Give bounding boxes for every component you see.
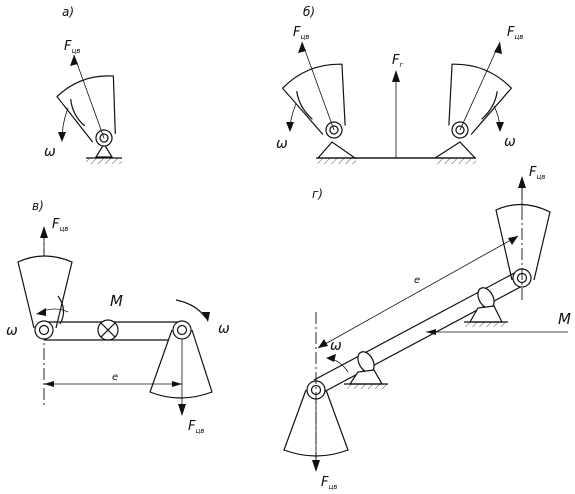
panel-b-gravity-arrow (392, 70, 400, 158)
panel-a-force-label: Fцв (64, 39, 80, 55)
panel-a-support (86, 142, 122, 164)
panel-b-right-force-arrow (459, 41, 502, 131)
panel-v-top-force-arrow (40, 226, 48, 252)
panel-g-distance-label: e (414, 275, 420, 286)
panel-v-top-force-label: Fцв (52, 217, 68, 233)
panel-v-distance-label: e (112, 372, 118, 383)
panel-g-bottom-force-arrow (312, 398, 320, 472)
panel-b-left-force-label: Fцв (293, 25, 309, 41)
panel-a-omega-arrow (58, 107, 69, 142)
panel-b-left-omega-arrow (286, 103, 297, 132)
panel-b-left-omega-label: ω (276, 136, 288, 152)
panel-v-bottom-force-label: Fцв (188, 419, 204, 435)
panel-a-omega-label: ω (44, 144, 56, 160)
panel-g-moment-label: M (558, 310, 571, 328)
panel-g-upper-sector (495, 203, 551, 281)
panel-g-moment-arrow (426, 329, 568, 335)
panel-b-left-force-arrow (298, 41, 335, 131)
panel-b-right-force-label: Fцв (507, 25, 523, 41)
panel-g-bottom-force-label: Fцв (321, 475, 337, 491)
panel-b-right-omega-arrow (493, 105, 504, 132)
panel-v-left-omega-arrow (36, 308, 69, 316)
panel-v-right-sector (149, 299, 213, 399)
panel-v-label: в) (32, 199, 44, 213)
panel-v-moment-label: M (110, 292, 123, 310)
panel-a-label: а) (62, 5, 74, 19)
panel-g-left-bearing (344, 351, 388, 389)
panel-g-omega-label: ω (330, 338, 342, 354)
panel-v: в) M (6, 199, 230, 435)
panel-v-moment-symbol (97, 319, 119, 341)
panel-b-right-sector (448, 63, 513, 139)
panel-v-left-omega-label: ω (6, 323, 18, 339)
panel-v-distance-dimension (44, 381, 182, 387)
panel-g-top-force-label: Fцв (529, 165, 545, 181)
panel-a: а) Fцв ω (44, 5, 122, 164)
panel-b-gravity-label: Fг (392, 53, 403, 69)
panel-b: б) Fцв (276, 5, 523, 164)
panel-g-omega-arrow (326, 354, 349, 373)
panel-g-label: г) (312, 187, 323, 201)
panel-v-bottom-force-arrow (178, 340, 186, 416)
panel-v-left-pin (34, 320, 54, 340)
panel-b-left-sector (281, 63, 346, 139)
panel-g-right-bearing (464, 287, 508, 327)
panel-v-right-omega-label: ω (218, 321, 230, 337)
panel-a-force-arrow (70, 54, 105, 139)
panel-v-left-sector (17, 255, 73, 329)
panel-g-distance-dimension (317, 235, 519, 349)
panel-g: г) (283, 165, 571, 491)
panel-v-right-pin (172, 320, 192, 340)
panel-b-label: б) (303, 5, 315, 19)
panel-g-top-force-arrow (518, 176, 526, 210)
panel-b-right-omega-label: ω (504, 134, 516, 150)
